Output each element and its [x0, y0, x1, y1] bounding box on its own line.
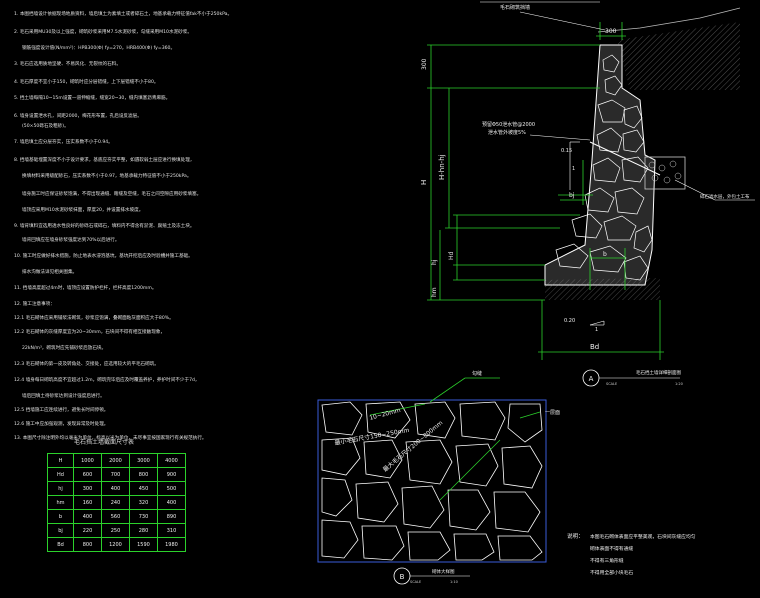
remarks: 说明： 本图毛石砌体表面应平整美观，石块间灰缝应均匀 砌体表面不得有通缝 不得有… [567, 532, 696, 576]
note-line: 12.5 挡墙施工应连续进行，避免长时间停顿。 [14, 408, 109, 413]
label-Hd: Hd [448, 251, 455, 260]
joint-label: 10~20mm [369, 407, 402, 422]
note-line: 12. 施工注意事项： [14, 302, 55, 307]
remarks-line: 不得用全部小块毛石 [590, 569, 633, 576]
note-line: 排水沟做法详见相关图集。 [22, 270, 78, 275]
detail-b-stones [321, 401, 543, 561]
detail-b-bubble-label: B [400, 573, 405, 581]
label-H: H [420, 180, 428, 185]
section-a-top-label: 毛石砌筑挡墙 [500, 4, 530, 11]
note-line: 6. 墙身设置泄水孔，间距2000，梅花形布置，孔后设反滤层。 [14, 114, 142, 119]
row-label: Bd [47, 537, 74, 552]
note-line: 墙顶应采用M10水泥砂浆抹面，厚度20，并设置排水坡度。 [22, 208, 144, 213]
note-line: 墙身施工时应保证砂浆饱满，不得出现通缝、瞎缝及空缝，毛石之间空隙应用砂浆填塞。 [22, 192, 202, 197]
label-hm: hm [431, 287, 438, 297]
detail-b-scale-value: 1:10 [450, 580, 458, 584]
remarks-line: 不得有三角形缝 [590, 557, 624, 564]
dim-300-top: 300 [605, 28, 617, 35]
grout-label: 一层面 [545, 410, 560, 416]
dim-300-side: 300 [421, 58, 428, 70]
section-a-bubble-label: A [589, 375, 594, 383]
drain-pipe [589, 141, 661, 176]
gravel-filter-box [644, 156, 686, 190]
detail-b-caption: 砌体大样图 [432, 568, 455, 575]
note-line: 墙后回填土待砂浆达到设计强度后进行。 [22, 394, 105, 399]
ground-line [597, 7, 741, 33]
slope-0.20: 0.20 [564, 318, 575, 324]
table-cell: 1980 [157, 537, 186, 552]
dimension-lines [427, 22, 664, 360]
stone-max-label: 最大毛石尺寸200~800mm [381, 419, 444, 474]
filter-note: 碎石滤水层，外包土工布 [700, 193, 750, 200]
label-Bd: Bd [590, 343, 599, 351]
note-line: 10. 施工时应做好排水措施，防止地表水浸泡基坑，基坑开挖后应及时验槽并施工基础… [14, 254, 193, 259]
mortar-leader [429, 377, 466, 403]
mortar-label: 勾缝 [472, 370, 482, 377]
slope-1-b: 1 [595, 327, 598, 333]
note-line: 钢筋强度设计值(N/mm²)：HPB300(Φ) fy=270，HRB400(Φ… [22, 46, 176, 51]
remarks-line: 本图毛石砌体表面应平整美观，石块间灰缝应均匀 [590, 533, 696, 540]
backfill-hatch [617, 22, 740, 90]
foundation-hatch [545, 278, 660, 300]
grout-leader [519, 411, 541, 419]
note-line: 13. 本图尺寸除注明外均以毫米为单位，标高以米为单位，未尽事宜按国家现行有关规… [14, 436, 207, 441]
note-line: 2. 毛石采用MU30及以上强度，砌筑砂浆采用M7.5水泥砂浆，勾缝采用M10水… [14, 30, 192, 35]
note-line: 12.3 毛石砌体的第一皮及转角处、交接处，应选用较大的平毛石砌筑。 [14, 362, 159, 367]
wall-body [544, 44, 656, 286]
note-line: 11. 挡墙高度超过4m时，墙顶应设置防护栏杆，栏杆高度1200mm。 [14, 286, 157, 291]
detail-b-frame [317, 399, 547, 563]
table-cell: 900 [157, 467, 186, 482]
section-a-caption: 毛石挡土墙详细剖面图 [636, 369, 681, 376]
label-bj: bj [569, 192, 575, 199]
note-line: 1. 本图挡墙设计依据现场地质资料，墙后填土为素填土或者碎石土，地基承载力特征值… [14, 12, 233, 17]
note-line: 换填材料采用级配砂石，压实系数不小于0.97，地基承载力特征值不小于250kPa… [22, 174, 192, 179]
label-b: b [603, 251, 607, 258]
table-cell: 1200 [101, 537, 130, 552]
note-line: 7. 墙后填土应分层夯实，压实系数不小于0.94。 [14, 140, 113, 145]
slope-1-a: 1 [572, 166, 575, 172]
note-line: 12.6 施工中应加强观测，发现异常及时处理。 [14, 422, 109, 427]
detail-b-drawing: 勾缝 10~20mm 一层面 最小毛石尺寸150~250mm 最大毛石尺寸200… [317, 370, 560, 585]
note-line: 9. 墙背填料宜选用透水性良好的砂砾石或碎石，填料内不得含有淤泥、腐殖土及冻土块… [14, 224, 195, 229]
slope-0.15: 0.15 [561, 148, 572, 154]
drain-note-1: 预留Φ50泄水管@2000 [482, 121, 535, 128]
remarks-title: 说明： [567, 532, 584, 540]
wall-stone-pattern [555, 54, 653, 281]
table-title: 毛石挡土墙截面尺寸表 [74, 439, 135, 446]
note-line: 22kN/m³，砌筑时应先铺砂浆后放石块。 [22, 346, 107, 351]
note-line: 8. 挡墙基础埋置深度不小于设计要求，基底应夯实平整，如遇软弱土层应进行换填处理… [14, 158, 195, 163]
note-line: 5. 挡土墙每隔10~15m设置一道伸缩缝，缝宽20~30，缝内填塞沥青麻筋。 [14, 96, 171, 101]
note-line: 12.1 毛石砌体应采用铺浆法砌筑，砂浆应饱满，叠砌面粘灰面积应大于80%。 [14, 316, 174, 321]
note-line: 墙背回填应在墙身砂浆强度达到70%以后进行。 [22, 238, 120, 243]
remarks-line: 砌体表面不得有通缝 [590, 545, 633, 552]
note-line: 4. 毛石厚度不宜小于150，砌筑时应分层错缝，上下层错缝不小于80。 [14, 80, 159, 85]
note-line: 3. 毛石应选用质地坚硬、不易风化、无裂纹的石料。 [14, 62, 121, 67]
section-a-scale-label: SCALE [606, 382, 617, 386]
section-a-drawing: 毛石砌筑挡墙 300 300 H H-hn-hj hj Hd hm bj b B… [420, 1, 755, 387]
drain-note-2: 泄水管外坡度5% [488, 129, 526, 136]
detail-b-scale-label: SCALE [410, 580, 421, 584]
section-a-scale-value: 1:20 [675, 382, 683, 386]
note-line: 12.2 毛石砌体的灰缝厚度宜为20~30mm，石块间不得有相互接触现象， [14, 330, 166, 335]
label-H-hn-hj: H-hn-hj [438, 154, 446, 180]
stone-min-label: 最小毛石尺寸150~250mm [334, 426, 410, 447]
note-line: 12.4 墙身每日砌筑高度不宜超过1.2m，砌筑完毕后应及时覆盖养护，养护时间不… [14, 378, 200, 383]
label-hj: hj [431, 259, 438, 265]
note-line: (50×50砾石及粗砂)。 [22, 124, 69, 129]
